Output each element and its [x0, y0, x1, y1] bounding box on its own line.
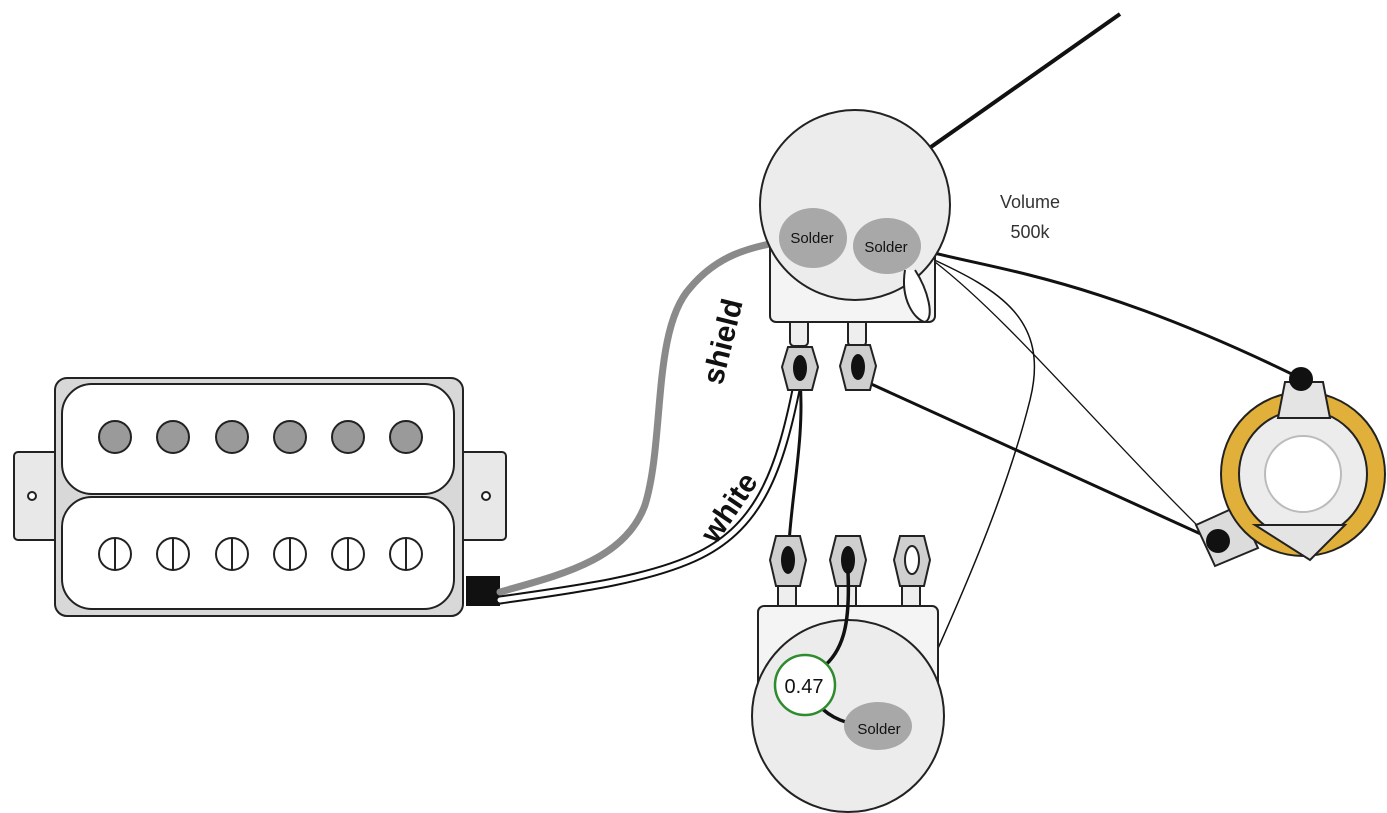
- jack-sleeve-solder: [1289, 367, 1313, 391]
- wire-ground-to-jack-thin: [934, 261, 1213, 541]
- volume-label-value: 500k: [1010, 222, 1050, 242]
- pickup-coil-top: [61, 383, 455, 495]
- screw-pole-icon: [156, 537, 190, 571]
- screw-pole-icon: [331, 537, 365, 571]
- screw-pole-icon: [98, 537, 132, 571]
- screw-poles: [98, 537, 423, 571]
- humbucker-pickup: [13, 377, 507, 617]
- slug-pole-icon: [98, 420, 132, 454]
- jack-bottom-tab: [1251, 524, 1348, 562]
- pickup-coil-bottom: [61, 496, 455, 610]
- mount-hole-right-icon: [481, 491, 491, 501]
- slug-pole-icon: [273, 420, 307, 454]
- tone-lug-2: [828, 535, 868, 587]
- tone-solder-label: Solder: [857, 721, 900, 738]
- white-wire: [497, 382, 800, 603]
- volume-ground-lug: [903, 269, 931, 324]
- shield-label: shield: [697, 296, 750, 388]
- screw-pole-icon: [389, 537, 423, 571]
- wires: [495, 12, 1301, 723]
- tone-pot: Solder 0.47: [751, 535, 945, 813]
- wire-volume-ground-to-tone: [904, 257, 1036, 723]
- jack-hole-icon: [1264, 435, 1342, 513]
- slug-poles: [98, 420, 423, 454]
- volume-pot-body: [759, 109, 951, 301]
- output-jack: [1194, 367, 1386, 568]
- slug-pole-icon: [389, 420, 423, 454]
- tone-solder: [844, 702, 912, 750]
- volume-pot: Solder Solder Volume 500k: [759, 109, 1060, 391]
- wire-ground-to-jack: [929, 250, 1301, 380]
- slug-pole-icon: [215, 420, 249, 454]
- volume-label-name: Volume: [1000, 192, 1060, 212]
- wire-volume-to-jack-tip: [857, 376, 1215, 542]
- mount-hole-left-icon: [27, 491, 37, 501]
- slug-pole-icon: [331, 420, 365, 454]
- volume-solder-left-label: Solder: [790, 230, 833, 247]
- volume-lug-2: [838, 344, 878, 391]
- capacitor-lead-top: [820, 571, 851, 670]
- volume-solder-right: [853, 218, 921, 274]
- tone-lug-1: [768, 535, 808, 587]
- volume-solder-left: [779, 208, 847, 268]
- capacitor-icon: [773, 653, 837, 717]
- screw-pole-icon: [215, 537, 249, 571]
- volume-lug-1: [780, 346, 820, 391]
- volume-solder-right-label: Solder: [864, 239, 907, 256]
- shield-wire: [496, 234, 812, 596]
- capacitor-value: 0.47: [785, 676, 824, 698]
- tone-lug-3: [892, 535, 932, 587]
- slug-pole-icon: [156, 420, 190, 454]
- screw-pole-icon: [273, 537, 307, 571]
- pickup-cable-exit: [466, 576, 500, 606]
- jack-tip-solder: [1206, 529, 1230, 553]
